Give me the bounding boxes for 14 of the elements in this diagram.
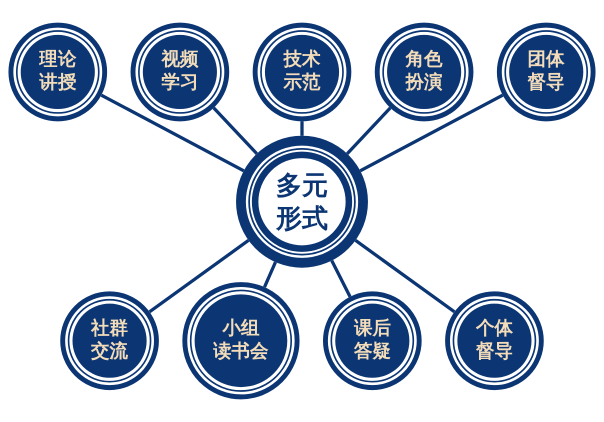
node-circle: 团体督导	[496, 22, 596, 122]
connector	[212, 106, 258, 155]
connector	[330, 260, 352, 298]
node-circle: 多元形式	[236, 136, 368, 268]
connector	[354, 239, 456, 314]
connector	[359, 94, 504, 172]
connector	[100, 94, 245, 172]
connector	[263, 261, 277, 288]
node-circle: 小组读书会	[182, 282, 300, 400]
node-circle: 课后答疑	[322, 291, 422, 390]
connector	[346, 106, 392, 155]
node-circle: 个体督导	[445, 291, 544, 390]
connector	[300, 121, 304, 136]
connector	[148, 239, 250, 314]
